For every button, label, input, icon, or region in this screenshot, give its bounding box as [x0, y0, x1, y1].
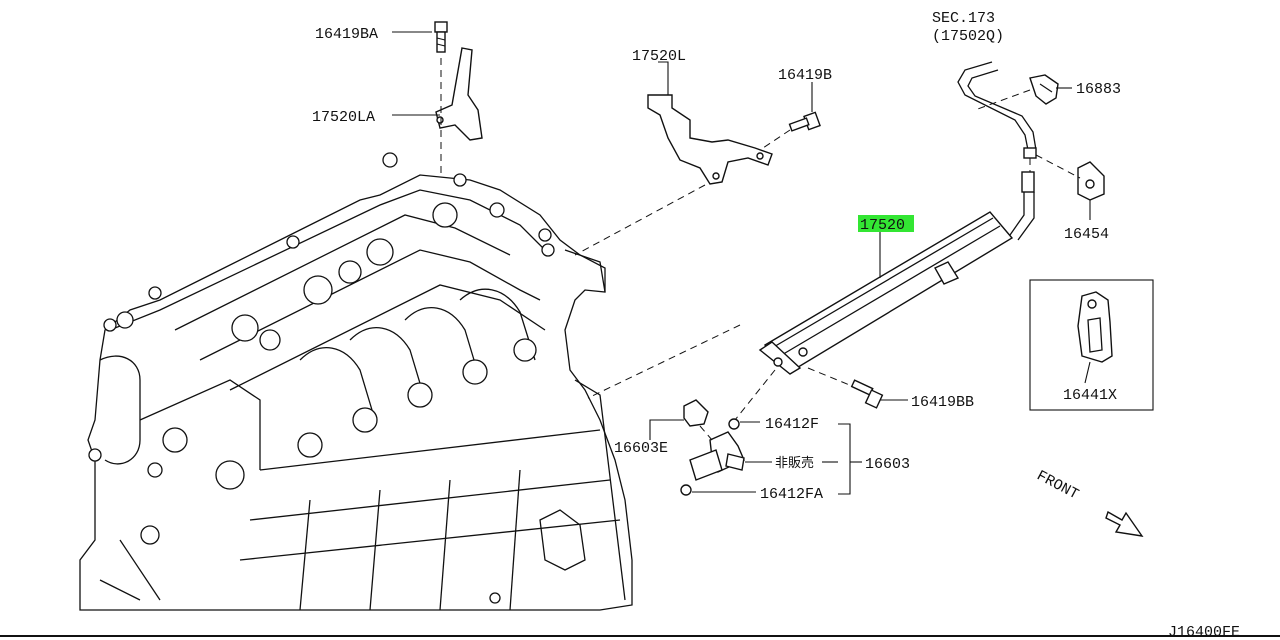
label-not-sold-separately: 非販売: [775, 455, 814, 471]
label-16419bb: 16419BB: [911, 394, 974, 411]
dash-clip-16454: [1035, 154, 1081, 179]
highlight-17520: [858, 215, 914, 232]
bracket-17520l-drawing: [647, 94, 773, 185]
clip-16883-drawing: [1029, 74, 1059, 105]
label-16454: 16454: [1064, 226, 1109, 243]
leader-lines: [392, 31, 1091, 493]
bracket-16603-group: [838, 423, 851, 495]
bolt-16419b-drawing: [788, 111, 821, 132]
clip-16454-drawing: [1077, 161, 1105, 201]
fuel-rail-17520-drawing: [758, 211, 1014, 375]
bolt-16419bb-drawing: [850, 379, 884, 409]
label-16883: 16883: [1076, 81, 1121, 98]
bracket-17520la-drawing: [435, 47, 483, 141]
label-16419ba: 16419BA: [315, 26, 378, 43]
label-17502q: (17502Q): [932, 28, 1004, 45]
label-16603: 16603: [865, 456, 910, 473]
label-16412fa: 16412FA: [760, 486, 823, 503]
dash-connector: [699, 425, 713, 441]
dash-bolt-bb: [807, 367, 853, 387]
label-17520: 17520: [860, 217, 905, 234]
label-16419b: 16419B: [778, 67, 832, 84]
fuel-injector-drawing: [680, 418, 745, 496]
fuel-feed-tube-drawing: [957, 61, 1037, 241]
diagram-id: J16400FE: [1168, 624, 1240, 640]
label-16603e: 16603E: [614, 440, 668, 457]
engine-cylinder-head-drawing: [79, 152, 633, 611]
dash-bolt-b: [759, 129, 791, 151]
label-front: FRONT: [1034, 467, 1082, 503]
dash-bracket-l-to-head: [574, 184, 706, 256]
label-17520la: 17520LA: [312, 109, 375, 126]
inset-box-16441x: [1029, 279, 1154, 411]
bolt-16419ba-drawing: [434, 21, 448, 53]
label-17520l: 17520L: [632, 48, 686, 65]
dash-clip-16883: [974, 89, 1031, 111]
dash-rail-to-head: [587, 324, 741, 399]
connector-16603e-drawing: [683, 399, 709, 427]
label-16441x: 16441X: [1063, 387, 1117, 404]
dash-rail-to-seal: [734, 369, 776, 421]
clip-16441x-drawing: [1077, 291, 1113, 363]
front-arrow-icon: [1105, 510, 1144, 537]
label-sec-173: SEC.173: [932, 10, 995, 27]
label-16412f: 16412F: [765, 416, 819, 433]
